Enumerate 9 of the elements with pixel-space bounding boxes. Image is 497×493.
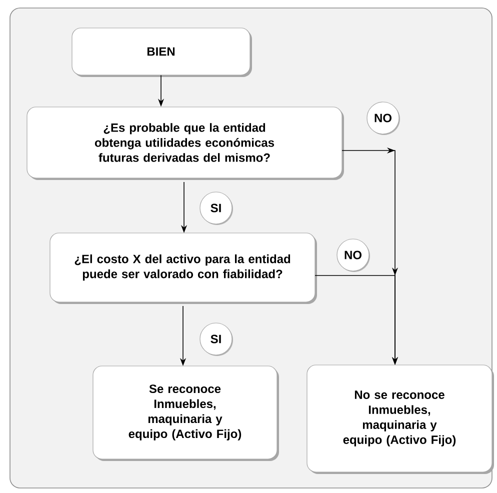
decision-box: ¿El costo X del activo para la entidad puede ser valorado con fiabilidad? <box>50 232 317 304</box>
process-box: BIEN <box>72 28 252 77</box>
process-box: Se reconoce Inmuebles, maquinaria y equipo (Activo Fijo) <box>92 366 279 461</box>
edge-label: SI <box>200 192 233 225</box>
edge-label: SI <box>200 322 233 356</box>
process-box: No se reconoce Inmuebles, maquinaria y equipo (Activo Fijo) <box>306 364 494 474</box>
decision-box: ¿Es probable que la entidad obtenga utilidades económicas futuras derivadas del mismo? <box>26 106 344 180</box>
edge-label: NO <box>336 238 370 272</box>
edge-label: NO <box>366 102 400 135</box>
